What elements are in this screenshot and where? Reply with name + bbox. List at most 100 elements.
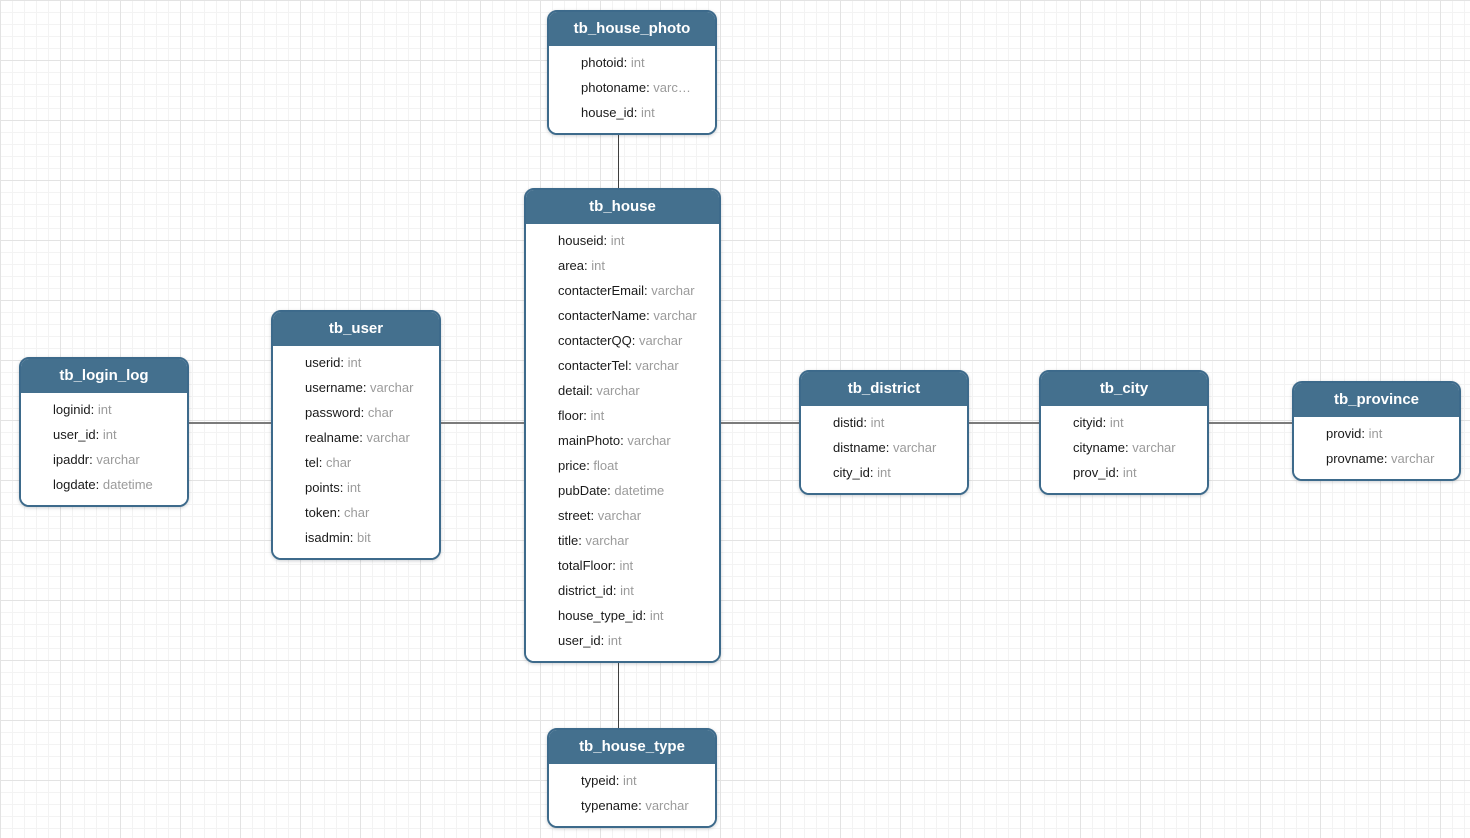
- field-separator: :: [589, 383, 597, 398]
- field-name: realname: [305, 430, 360, 445]
- table-title-tb_city[interactable]: tb_city: [1041, 372, 1207, 406]
- field-separator: :: [318, 455, 326, 470]
- field-row-city_id[interactable]: city_id: int: [801, 460, 967, 485]
- field-separator: :: [584, 258, 592, 273]
- field-row-loginid[interactable]: loginid: int: [21, 397, 187, 422]
- field-row-photoname[interactable]: photoname: varc…: [549, 75, 715, 100]
- field-row-prov_id[interactable]: prov_id: int: [1041, 460, 1207, 485]
- field-row-price[interactable]: price: float: [526, 453, 719, 478]
- field-row-title[interactable]: title: varchar: [526, 528, 719, 553]
- field-separator: :: [1102, 415, 1110, 430]
- field-row-contacterEmail[interactable]: contacterEmail: varchar: [526, 278, 719, 303]
- relationship-line-tb_login_log-tb_user[interactable]: [185, 422, 277, 424]
- field-row-user_id[interactable]: user_id: int: [21, 422, 187, 447]
- field-row-detail[interactable]: detail: varchar: [526, 378, 719, 403]
- relationship-line-tb_house_photo-tb_house[interactable]: [618, 128, 619, 194]
- field-name: house_type_id: [558, 608, 643, 623]
- field-separator: :: [1125, 440, 1133, 455]
- field-name: city_id: [833, 465, 870, 480]
- field-row-points[interactable]: points: int: [273, 475, 439, 500]
- field-row-ipaddr[interactable]: ipaddr: varchar: [21, 447, 187, 472]
- field-row-photoid[interactable]: photoid: int: [549, 50, 715, 75]
- relationship-line-tb_house-tb_house_type[interactable]: [618, 656, 619, 734]
- field-type: varc…: [653, 80, 691, 95]
- field-row-cityid[interactable]: cityid: int: [1041, 410, 1207, 435]
- field-row-username[interactable]: username: varchar: [273, 375, 439, 400]
- field-row-area[interactable]: area: int: [526, 253, 719, 278]
- field-row-mainPhoto[interactable]: mainPhoto: varchar: [526, 428, 719, 453]
- field-row-distid[interactable]: distid: int: [801, 410, 967, 435]
- field-type: int: [347, 355, 362, 370]
- field-separator: :: [615, 773, 623, 788]
- field-type: int: [591, 258, 605, 273]
- field-type: int: [346, 480, 361, 495]
- field-name: street: [558, 508, 591, 523]
- field-row-user_id[interactable]: user_id: int: [526, 628, 719, 653]
- relationship-line-tb_district-tb_city[interactable]: [965, 422, 1045, 424]
- field-name: photoid: [581, 55, 624, 70]
- field-separator: :: [586, 458, 594, 473]
- table-title-tb_province[interactable]: tb_province: [1294, 383, 1459, 417]
- table-title-tb_district[interactable]: tb_district: [801, 372, 967, 406]
- field-type: int: [622, 773, 637, 788]
- field-row-password[interactable]: password: char: [273, 400, 439, 425]
- field-name: user_id: [558, 633, 601, 648]
- field-separator: :: [612, 583, 621, 598]
- field-row-contacterName[interactable]: contacterName: varchar: [526, 303, 719, 328]
- table-title-tb_house_type[interactable]: tb_house_type: [549, 730, 715, 764]
- field-row-floor[interactable]: floor: int: [526, 403, 719, 428]
- field-type: varchar: [1391, 451, 1435, 466]
- relationship-line-tb_city-tb_province[interactable]: [1205, 422, 1298, 424]
- field-row-userid[interactable]: userid: int: [273, 350, 439, 375]
- field-row-isadmin[interactable]: isadmin: bit: [273, 525, 439, 550]
- field-row-token[interactable]: token: char: [273, 500, 439, 525]
- field-row-tel[interactable]: tel: char: [273, 450, 439, 475]
- field-row-street[interactable]: street: varchar: [526, 503, 719, 528]
- field-type: varchar: [653, 308, 697, 323]
- field-name: contacterEmail: [558, 283, 644, 298]
- field-row-totalFloor[interactable]: totalFloor: int: [526, 553, 719, 578]
- field-row-district_id[interactable]: district_id: int: [526, 578, 719, 603]
- table-title-tb_house[interactable]: tb_house: [526, 190, 719, 224]
- field-row-pubDate[interactable]: pubDate: datetime: [526, 478, 719, 503]
- field-type: varchar: [651, 283, 695, 298]
- field-separator: :: [359, 430, 367, 445]
- field-separator: :: [362, 380, 371, 395]
- field-row-logdate[interactable]: logdate: datetime: [21, 472, 187, 497]
- field-row-realname[interactable]: realname: varchar: [273, 425, 439, 450]
- field-row-contacterTel[interactable]: contacterTel: varchar: [526, 353, 719, 378]
- field-row-houseid[interactable]: houseid: int: [526, 228, 719, 253]
- field-row-house_type_id[interactable]: house_type_id: int: [526, 603, 719, 628]
- field-row-contacterQQ[interactable]: contacterQQ: varchar: [526, 328, 719, 353]
- field-row-distname[interactable]: distname: varchar: [801, 435, 967, 460]
- field-row-provname[interactable]: provname: varchar: [1294, 446, 1459, 471]
- field-type: int: [877, 465, 891, 480]
- field-type: int: [619, 558, 634, 573]
- field-name: contacterTel: [558, 358, 629, 373]
- field-row-cityname[interactable]: cityname: varchar: [1041, 435, 1207, 460]
- table-title-tb_login_log[interactable]: tb_login_log: [21, 359, 187, 393]
- relationship-line-tb_house-tb_district[interactable]: [717, 422, 805, 424]
- field-name: provname: [1326, 451, 1384, 466]
- field-name: distname: [833, 440, 886, 455]
- field-row-house_id[interactable]: house_id: int: [549, 100, 715, 125]
- table-title-tb_house_photo[interactable]: tb_house_photo: [549, 12, 715, 46]
- field-row-provid[interactable]: provid: int: [1294, 421, 1459, 446]
- field-row-typeid[interactable]: typeid: int: [549, 768, 715, 793]
- table-title-tb_user[interactable]: tb_user: [273, 312, 439, 346]
- field-row-typename[interactable]: typename: varchar: [549, 793, 715, 818]
- relationship-line-tb_user-tb_house[interactable]: [437, 422, 530, 424]
